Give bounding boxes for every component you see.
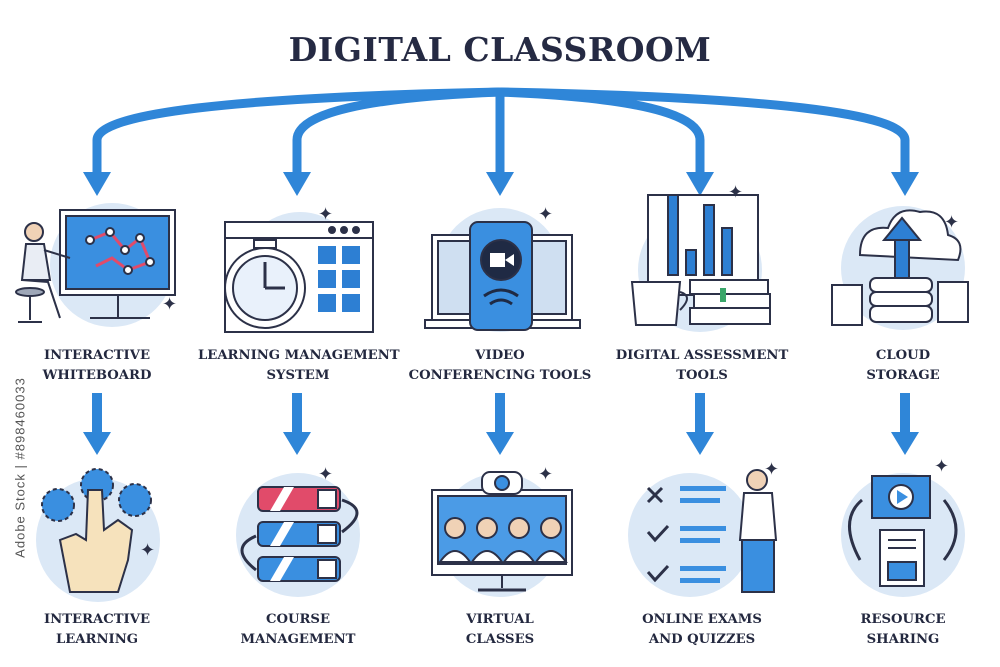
branch-arrow-5 (499, 87, 910, 175)
online-exams-icon: ✦ (628, 459, 779, 597)
svg-text:✦: ✦ (934, 456, 949, 476)
svg-text:✦: ✦ (318, 464, 333, 484)
down-arrows (83, 393, 919, 455)
svg-text:✦: ✦ (538, 204, 553, 224)
video-conferencing-icon: ✦ (424, 204, 581, 332)
down-arrow-2 (283, 393, 311, 455)
down-arrow-3 (486, 393, 514, 455)
virtual-classes-icon: ✦ (431, 464, 573, 597)
down-arrow-4 (686, 393, 714, 455)
label-course-management: COURSE MANAGEMENT (240, 612, 356, 647)
label-virtual-classes: VIRTUAL CLASSES (465, 612, 535, 647)
label-resource-sharing: RESOURCE SHARING (860, 612, 946, 647)
lms-icon: ✦ (224, 204, 374, 333)
branch-arrow-1 (92, 87, 501, 175)
down-arrow-5 (891, 393, 919, 455)
svg-text:✦: ✦ (944, 212, 959, 232)
label-video-conferencing-tools: VIDEO CONFERENCING TOOLS (408, 348, 592, 383)
branch-arrow-4 (499, 87, 705, 175)
label-digital-assessment-tools: DIGITAL ASSESSMENT TOOLS (615, 348, 789, 383)
svg-text:✦: ✦ (538, 464, 553, 484)
svg-text:✦: ✦ (162, 294, 177, 314)
label-online-exams-and-quizzes: ONLINE EXAMS AND QUIZZES (642, 612, 762, 647)
svg-text:✦: ✦ (764, 459, 779, 479)
down-arrow-1 (83, 393, 111, 455)
branch-arrow-2 (292, 87, 501, 175)
label-learning-management-system: LEARNING MANAGEMENT SYSTEM (198, 348, 400, 383)
resource-sharing-icon: ✦ (841, 456, 965, 597)
label-interactive-learning: INTERACTIVE LEARNING (43, 612, 151, 647)
svg-text:✦: ✦ (140, 540, 155, 560)
branch-arrowheads (83, 172, 919, 196)
interactive-learning-icon: ✦ (36, 468, 160, 602)
cloud-storage-icon: ✦ (831, 206, 969, 330)
course-management-icon: ✦ (236, 464, 360, 597)
label-cloud-storage: CLOUD STORAGE (866, 348, 940, 383)
diagram-title: DIGITAL CLASSROOM (288, 30, 712, 69)
whiteboard-icon: ✦ (15, 203, 177, 327)
svg-text:✦: ✦ (318, 204, 333, 224)
svg-text:✦: ✦ (728, 182, 743, 202)
digital-assessment-icon: ✦ (630, 182, 771, 332)
branch-arrows (92, 87, 910, 175)
label-interactive-whiteboard: INTERACTIVE WHITEBOARD (42, 348, 152, 383)
